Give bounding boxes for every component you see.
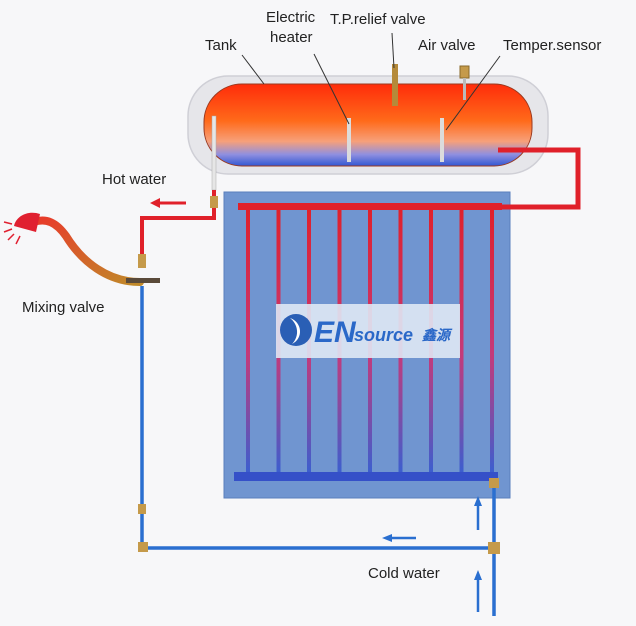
top-header-pipe [238, 203, 502, 210]
flow-arrow-icon [474, 570, 482, 580]
shower-hose [30, 216, 144, 286]
hot-outlet-fitting [210, 196, 218, 208]
label-tank: Tank [205, 37, 237, 54]
flow-arrow-icon [150, 198, 160, 208]
watermark-brand-main: EN [314, 316, 357, 349]
hot-return-pipe [498, 147, 581, 210]
cold-tee-fitting [488, 542, 500, 554]
leader-lines [241, 32, 501, 131]
watermark-brand-sub: source [354, 325, 413, 345]
air-valve-stem [463, 78, 466, 100]
riser-tube [246, 208, 250, 474]
electric-heater-rod [347, 118, 351, 162]
flow-arrow-icon [382, 534, 392, 542]
cold-inlet-fitting [489, 478, 499, 488]
air-valve [459, 65, 470, 79]
shower-spray [3, 221, 21, 245]
label-air-valve: Air valve [418, 37, 476, 54]
mixing-valve-lever [126, 278, 160, 283]
cold-pipe-fitting-2 [138, 542, 148, 552]
bottom-header-pipe [234, 472, 498, 481]
flow-arrow-icon [474, 496, 482, 506]
tank-body [203, 83, 533, 167]
watermark-brand-cn: 鑫源 [422, 327, 453, 343]
temperature-sensor-rod [440, 118, 444, 162]
mixing-valve-body [138, 254, 146, 268]
label-tp-relief-valve: T.P.relief valve [330, 11, 426, 28]
label-mixing-valve: Mixing valve [22, 299, 105, 316]
hot-outlet-probe [211, 115, 217, 191]
riser-tube [490, 208, 494, 474]
tp-relief-valve [392, 64, 398, 106]
cold-pipe-fitting-1 [138, 504, 146, 514]
label-electric-heater-line1: Electric [266, 9, 316, 26]
shower-head-icon [14, 212, 40, 232]
label-hot-water: Hot water [102, 171, 166, 188]
label-electric-heater-line2: heater [270, 29, 313, 46]
watermark-logo: EN source 鑫源 [276, 304, 460, 358]
riser-tube [459, 208, 464, 474]
label-cold-water: Cold water [368, 565, 440, 582]
label-temper-sensor: Temper.sensor [503, 37, 601, 54]
